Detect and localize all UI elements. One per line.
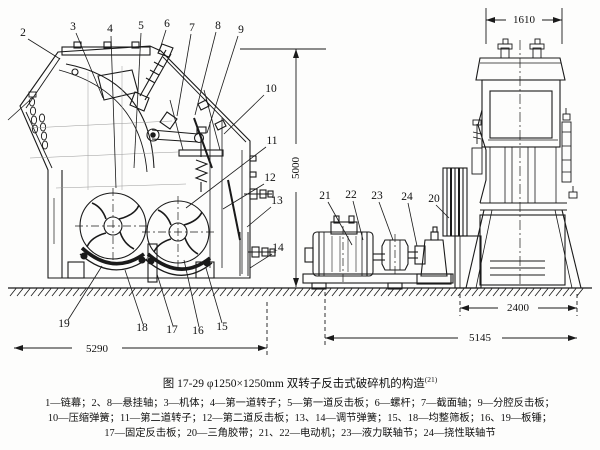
callout-16: 16: [192, 325, 204, 337]
first-rotor: [75, 188, 151, 264]
dim-5290-value: 5290: [86, 343, 109, 355]
legend-line-2: 10—压缩弹簧；11—第二道转子；12—第二道反击板；13、14—调节弹簧；15…: [47, 413, 553, 424]
compression-spring-assembly: [169, 89, 224, 192]
dim-5000-value: 5000: [290, 157, 302, 180]
dimension-5000: 5000: [240, 48, 326, 287]
dim-1610-value: 1610: [513, 14, 536, 26]
dimension-1610: 1610: [485, 8, 563, 44]
adjusting-spring-lower: [239, 232, 276, 276]
motor-group: [302, 215, 454, 290]
callout-21: 21: [319, 190, 331, 202]
top-bolts: [497, 38, 545, 59]
callout-15: 15: [216, 321, 228, 333]
second-rotor: [142, 196, 214, 268]
v-belt-pulley: [442, 167, 482, 289]
dimension-5290: 5290: [14, 302, 268, 356]
callout-23: 23: [371, 190, 383, 202]
callout-13: 13: [271, 195, 283, 207]
callout-24: 24: [401, 191, 413, 203]
callout-17: 17: [166, 324, 178, 336]
callout-8: 8: [215, 20, 221, 32]
dimension-5145: 5145: [324, 292, 577, 346]
adjusting-spring-upper: [244, 188, 274, 200]
callout-leaders: [7, 29, 450, 328]
callout-9: 9: [238, 24, 244, 36]
construction-lines: [29, 66, 187, 190]
left-view-drawing: [19, 41, 276, 283]
callout-11: 11: [266, 135, 277, 147]
figure-title-reference: (21): [424, 375, 438, 385]
chain-curtain: [28, 91, 49, 150]
callout-3: 3: [70, 21, 76, 33]
legend-line-1: 1—链幕；2、8—悬挂轴；3—机体；4—第一道转子；5—第一道反击板；6—螺杆；…: [45, 398, 555, 409]
figure-caption: 图 17-29 φ1250×1250mm 双转子反击式破碎机的构造(21) 1—…: [0, 373, 600, 441]
callout-18: 18: [136, 322, 148, 334]
ground-hatching: [9, 288, 584, 297]
callout-10: 10: [265, 83, 277, 95]
screw-rod: [129, 43, 174, 112]
callout-20: 20: [428, 193, 440, 205]
figure-title: 图 17-29 φ1250×1250mm 双转子反击式破碎机的构造(21): [0, 375, 600, 391]
callout-12: 12: [264, 172, 276, 184]
callout-4: 4: [107, 23, 113, 35]
figure-title-text: 图 17-29 φ1250×1250mm 双转子反击式破碎机的构造: [162, 378, 425, 390]
callout-14: 14: [272, 242, 284, 254]
right-view-drawing: [302, 38, 584, 290]
crusher-diagram: 5290 5000 1610 2400 5145: [7, 8, 592, 356]
callout-2: 2: [20, 27, 26, 39]
callout-6: 6: [164, 18, 170, 30]
dim-5145-value: 5145: [469, 332, 492, 344]
callout-19: 19: [58, 318, 70, 330]
legend-line-3: 17—固定反击板；20—三角胶带；21、22—电动机；23—液力联轴节；24—挠…: [104, 428, 496, 439]
callout-numbers: 2 3 4 5 6 7 8 9 10 11 12 13 14 19 18 17 …: [20, 18, 440, 337]
dim-2400-value: 2400: [507, 302, 530, 314]
callout-5: 5: [138, 20, 144, 32]
callout-7: 7: [189, 22, 195, 34]
dimension-2400: 2400: [459, 294, 578, 316]
callout-22: 22: [345, 189, 357, 201]
